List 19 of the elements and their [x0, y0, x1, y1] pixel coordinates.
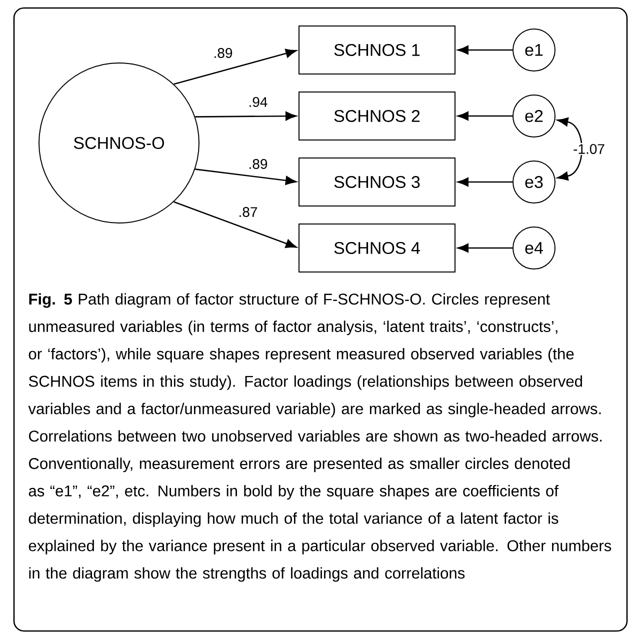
caption: Fig. 5 Path diagram of factor structure of F-SCHNOS-O. Circles represent unmeasured variables (in terms of factor analysis, ‘latent traits’, ‘constructs’, or ‘factors’), while square shapes represent measured observed variables (the SCHNOS items in this study). Factor loadings (relationships between observed variables and a factor/unmeasured variable) are marked as single-headed arrows. Correlations between two unobserved variables are shown as two-headed arrows. Conventionally, measurement errors are presented as smaller circles denoted as “e1”, “e2”, etc. Numbers in bold by the square shapes are coefficients of determination, displaying how much of the total variance of a latent factor is explained by the variance present in a particular observed variable. Other numbers in the diagram show the strengths of loadings and correlations [28, 293, 612, 582]
arrow [174, 201, 297, 248]
arrow [195, 112, 297, 121]
observed-variable-box: SCHNOS 2 [298, 92, 456, 140]
edge-label: .89 [250, 159, 268, 169]
arrow [457, 46, 512, 54]
observed-variable-box: SCHNOS 1 [298, 26, 456, 74]
arrow [457, 178, 512, 186]
edge-label: -1.07 [572, 143, 606, 155]
arrow [195, 168, 297, 185]
edge-label: .89 [214, 48, 232, 58]
observed-variable-box: SCHNOS 3 [298, 158, 456, 206]
arrow [457, 244, 512, 252]
covariance-arrow [557, 117, 582, 181]
edge-label: .94 [250, 97, 268, 107]
arrow [457, 112, 512, 120]
arrow [174, 48, 297, 85]
observed-variable-box: SCHNOS 4 [298, 224, 456, 272]
edge-label: .87 [240, 207, 258, 217]
